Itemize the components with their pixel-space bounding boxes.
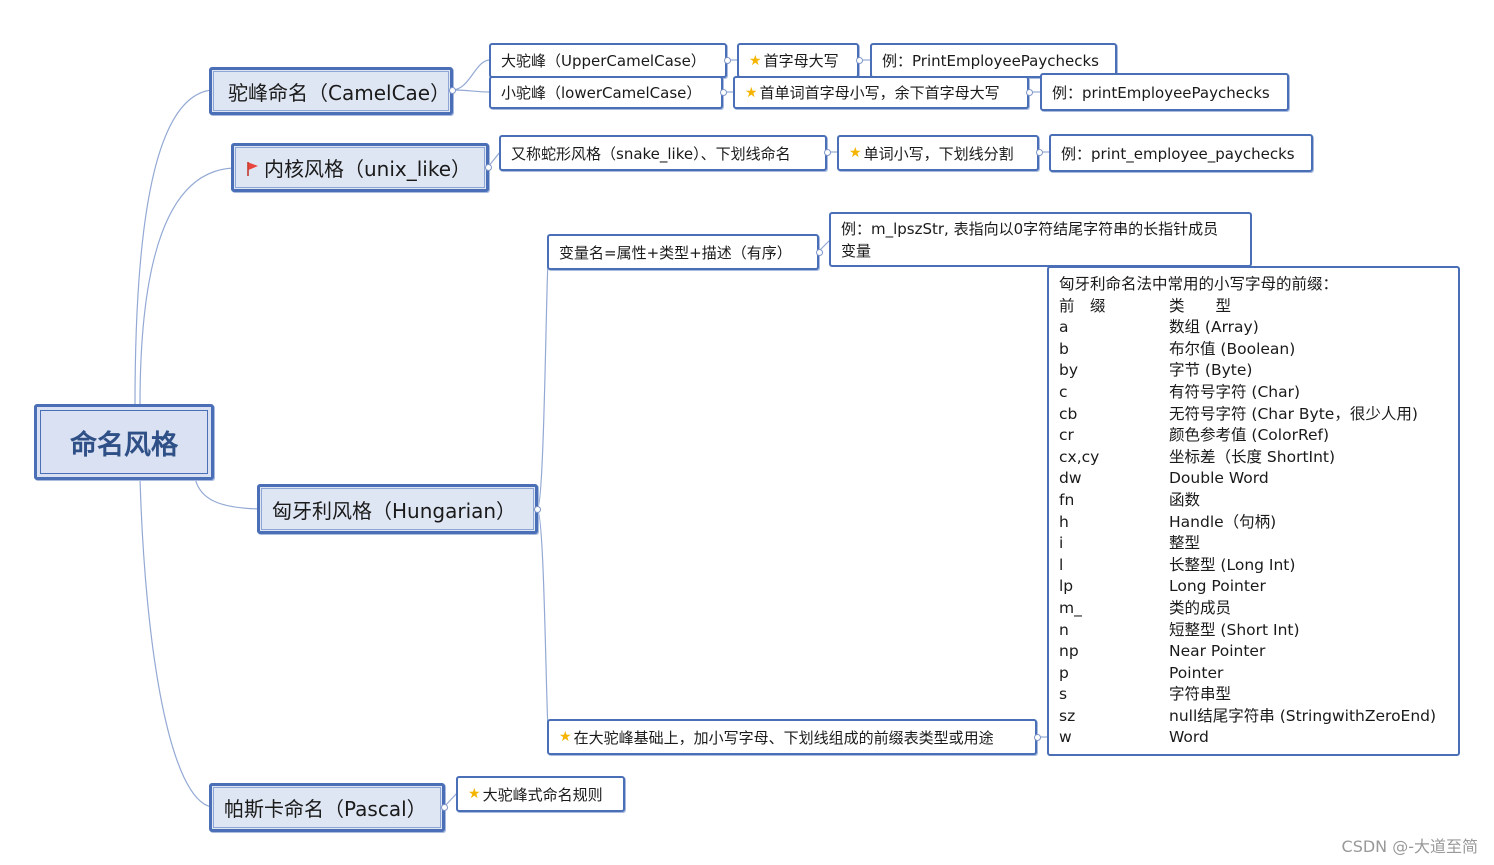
collapse-dot[interactable] (441, 804, 448, 811)
star-icon: ★ (559, 729, 572, 745)
prefix-table-title: 匈牙利命名法中常用的小写字母的前缀： (1059, 275, 1339, 293)
prefix-table-header: 前 缀 类 型 (1059, 296, 1448, 318)
hungarian-formula-node[interactable]: 变量名=属性+类型+描述（有序） (547, 234, 819, 270)
hungarian-example-line1: 例：m_lpszStr, 表指向以0字符结尾字符串的长指针成员 (841, 220, 1219, 238)
lower-camel-rule: 首单词首字母小写，余下首字母大写 (759, 84, 1000, 102)
kernel-example-node[interactable]: 例：print_employee_paychecks (1049, 134, 1313, 172)
collapse-dot[interactable] (856, 57, 863, 64)
collapse-dot[interactable] (816, 249, 823, 256)
star-icon: ★ (745, 84, 758, 101)
kernel-name: 又称蛇形风格（snake_like）、下划线命名 (511, 144, 791, 163)
collapse-dot[interactable] (824, 149, 831, 156)
pascal-rule: 大驼峰式命名规则 (482, 785, 603, 804)
watermark: CSDN @-大道至简 (1341, 837, 1478, 856)
lower-camel-rule-node[interactable]: ★ 首单词首字母小写，余下首字母大写 (733, 76, 1029, 109)
hungarian-example-node[interactable]: 例：m_lpszStr, 表指向以0字符结尾字符串的长指针成员 变量 (829, 212, 1252, 267)
collapse-dot[interactable] (534, 506, 541, 513)
collapse-dot[interactable] (1034, 734, 1041, 741)
flag-icon (247, 161, 258, 176)
collapse-dot[interactable] (485, 164, 492, 171)
star-icon: ★ (849, 145, 862, 161)
lower-camel-node[interactable]: 小驼峰（lowerCamelCase） (489, 76, 723, 109)
camel-branch-label: 驼峰命名（CamelCae） (228, 80, 451, 105)
table-row: p Pointer (1059, 663, 1224, 682)
table-row: w Word (1059, 728, 1209, 747)
collapse-dot[interactable] (449, 87, 456, 94)
header-prefix: 前 缀 (1059, 296, 1106, 315)
table-row: n 短整型 (Short Int) (1059, 620, 1300, 639)
kernel-branch-label: 内核风格（unix_like） (264, 157, 472, 181)
upper-camel-rule: 首字母大写 (763, 52, 839, 70)
star-icon: ★ (749, 52, 762, 69)
pascal-branch-node[interactable]: 帕斯卡命名（Pascal） (209, 783, 445, 832)
lower-camel-label: 小驼峰（lowerCamelCase） (501, 84, 702, 102)
hungarian-example-line2: 变量 (841, 242, 872, 260)
table-row: i 整型 (1059, 534, 1201, 553)
collapse-dot[interactable] (1026, 89, 1033, 96)
table-row: fn 函数 (1059, 490, 1201, 509)
collapse-dot[interactable] (720, 89, 727, 96)
star-icon: ★ (468, 786, 481, 802)
upper-camel-example: 例：PrintEmployeePaychecks (882, 52, 1099, 70)
kernel-rule: 单词小写，下划线分割 (863, 144, 1014, 163)
pascal-branch-label: 帕斯卡命名（Pascal） (224, 797, 427, 821)
table-row: h Handle（句柄) (1059, 512, 1277, 531)
collapse-dot[interactable] (724, 57, 731, 64)
table-row: np Near Pointer (1059, 642, 1266, 661)
kernel-rule-node[interactable]: ★ 单词小写，下划线分割 (837, 135, 1039, 171)
lower-camel-example: 例：printEmployeePaychecks (1052, 83, 1270, 102)
upper-camel-node[interactable]: 大驼峰（UpperCamelCase） (489, 43, 727, 78)
root-label: 命名风格 (70, 429, 178, 461)
table-row: m_类的成员 (1059, 598, 1232, 617)
hungarian-rule: 在大驼峰基础上，加小写字母、下划线组成的前缀表类型或用途 (573, 728, 994, 747)
camel-branch-node[interactable]: 驼峰命名（CamelCae） (209, 67, 453, 115)
upper-camel-rule-node[interactable]: ★ 首字母大写 (737, 43, 859, 78)
hungarian-branch-node[interactable]: 匈牙利风格（Hungarian） (257, 484, 538, 534)
upper-camel-label: 大驼峰（UpperCamelCase） (501, 52, 706, 70)
hungarian-rule-node[interactable]: ★ 在大驼峰基础上，加小写字母、下划线组成的前缀表类型或用途 (547, 719, 1037, 755)
root-node[interactable]: 命名风格 (34, 404, 214, 480)
hungarian-branch-label: 匈牙利风格（Hungarian） (272, 498, 517, 523)
pascal-rule-node[interactable]: ★ 大驼峰式命名规则 (456, 776, 625, 812)
lower-camel-example-node[interactable]: 例：printEmployeePaychecks (1040, 73, 1289, 111)
table-row: sz null结尾字符串 (StringwithZeroEnd) (1059, 706, 1437, 725)
hungarian-formula: 变量名=属性+类型+描述（有序） (559, 243, 792, 262)
header-type: 类 型 (1169, 296, 1232, 315)
table-row: dw Double Word (1059, 469, 1269, 488)
table-row: l 长整型 (Long Int) (1059, 555, 1296, 574)
table-row: lp Long Pointer (1059, 577, 1266, 596)
kernel-name-node[interactable]: 又称蛇形风格（snake_like）、下划线命名 (499, 135, 827, 171)
collapse-dot[interactable] (1036, 149, 1043, 156)
kernel-example: 例：print_employee_paychecks (1061, 144, 1295, 163)
kernel-branch-node[interactable]: 内核风格（unix_like） (231, 143, 489, 192)
